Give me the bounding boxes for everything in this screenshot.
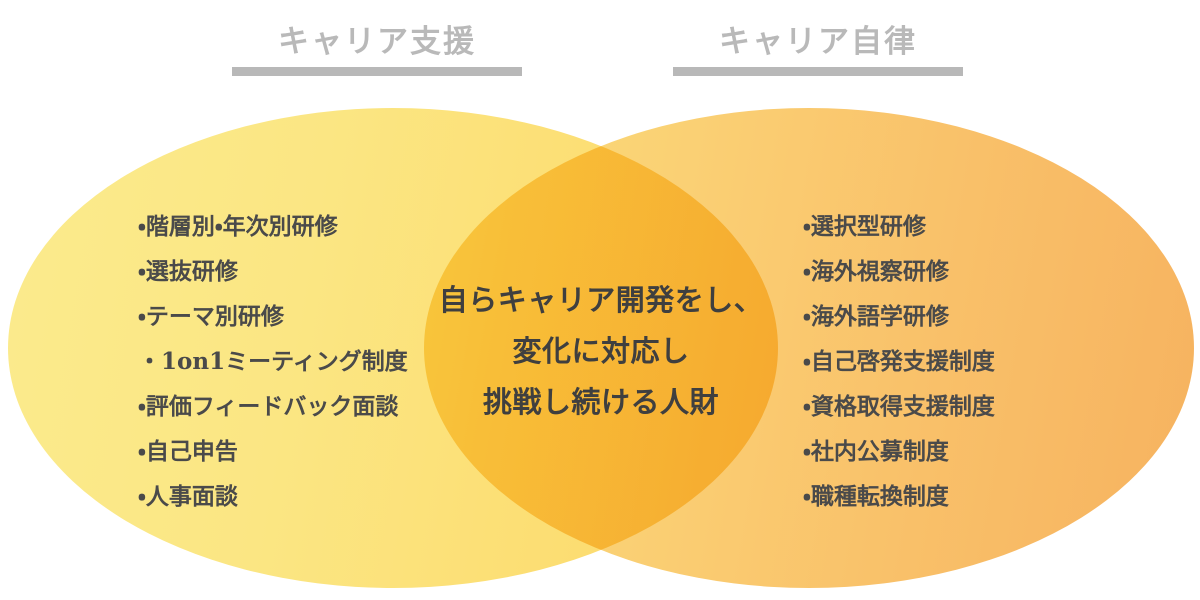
list-item: ・社内公募制度 (803, 438, 949, 465)
right-circle (424, 108, 1194, 588)
right-title-block: キャリア自律 (673, 22, 963, 76)
list-item: ・人事面談 (138, 483, 238, 510)
list-item: ・資格取得支援制度 (803, 393, 995, 420)
left-item-list: ・階層別・年次別研修 ・選抜研修 ・テーマ別研修 ・1on1ミーティング制度 ・… (138, 204, 408, 519)
overlap-line: 自らキャリア開発をし、 (438, 283, 764, 317)
list-item: ・評価フィードバック面談 (138, 393, 399, 420)
overlap-line: 変化に対応し (512, 334, 690, 368)
overlap-line: 挑戦し続ける人財 (482, 385, 719, 419)
list-item: ・自己申告 (138, 438, 238, 465)
list-item: ・階層別・年次別研修 (138, 213, 338, 240)
list-item: ・テーマ別研修 (138, 303, 284, 330)
right-title-underline (673, 67, 963, 76)
list-item: ・選抜研修 (138, 258, 238, 285)
list-item: ・選択型研修 (803, 213, 926, 240)
left-title-underline (232, 67, 522, 76)
right-title: キャリア自律 (719, 24, 917, 60)
left-title: キャリア支援 (278, 24, 476, 60)
list-item: ・海外視察研修 (803, 258, 949, 285)
list-item: ・海外語学研修 (803, 303, 949, 330)
list-item: ・自己啓発支援制度 (803, 348, 995, 375)
list-item: ・1on1ミーティング制度 (138, 348, 408, 375)
right-item-list: ・選択型研修 ・海外視察研修 ・海外語学研修 ・自己啓発支援制度 ・資格取得支援… (803, 204, 995, 519)
left-title-block: キャリア支援 (232, 22, 522, 76)
overlap-text: 自らキャリア開発をし、 変化に対応し 挑戦し続ける人財 (425, 275, 777, 428)
list-item: ・職種転換制度 (803, 483, 949, 510)
